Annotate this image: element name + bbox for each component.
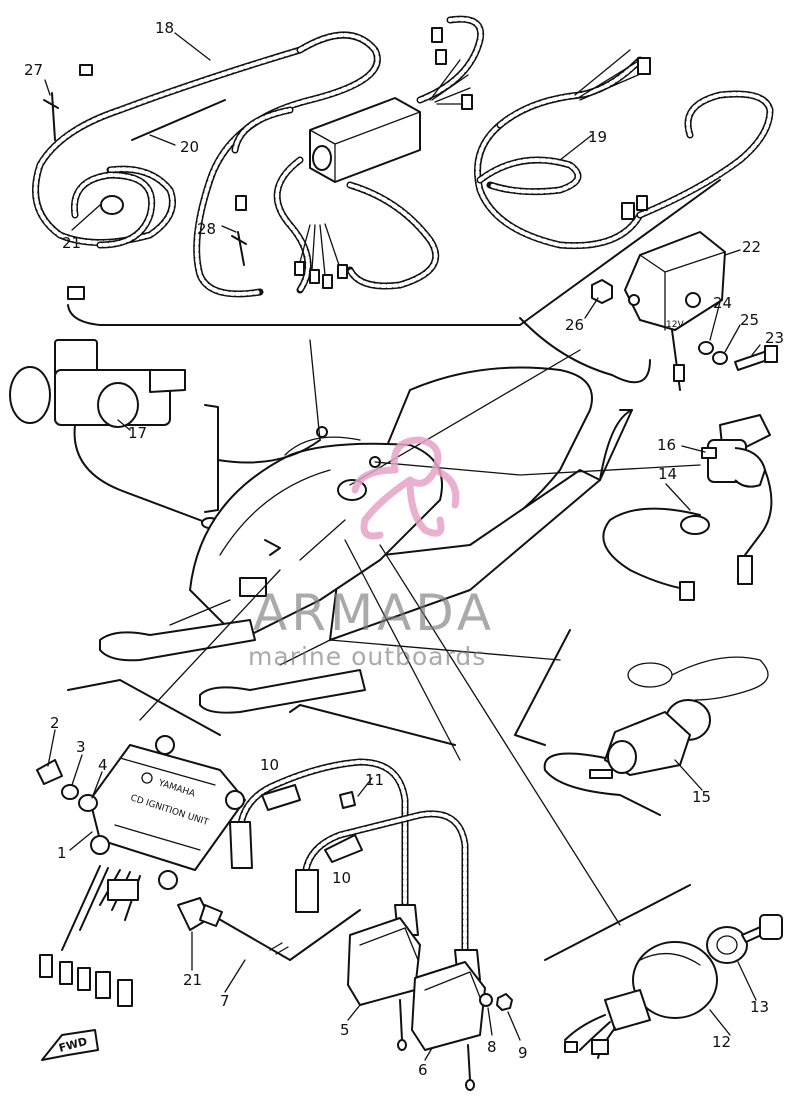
ignition-coil-group (229, 704, 521, 1091)
callout-10-lower: 10 (332, 869, 351, 887)
callout-18: 18 (155, 19, 174, 37)
callout-6: 6 (418, 1061, 428, 1079)
callout-20: 20 (180, 138, 199, 156)
callout-13: 13 (750, 998, 769, 1016)
watermark-subtitle: marine outboards (248, 642, 486, 671)
callout-9: 9 (518, 1044, 528, 1062)
snowmobile-body (99, 339, 701, 926)
callout-10-upper: 10 (260, 756, 279, 774)
callout-11: 11 (365, 771, 384, 789)
callout-12: 12 (712, 1033, 731, 1051)
callout-labels: 18 27 20 21 28 19 22 26 24 25 23 17 16 1… (24, 19, 784, 1079)
callout-25: 25 (740, 311, 759, 329)
callout-26: 26 (565, 316, 584, 334)
cdi-unit-group: YAMAHA CD IGNITION UNIT FWD (36, 679, 361, 1061)
callout-16: 16 (657, 436, 676, 454)
watermark-title: ARMADA (253, 584, 495, 642)
armada-octopus-logo (351, 436, 460, 540)
callout-27: 27 (24, 61, 43, 79)
armada-watermark: ARMADA marine outboards (248, 436, 495, 671)
regulator-marking: 12V (666, 320, 684, 330)
voltage-regulator-group: 12V (584, 231, 778, 391)
callout-17: 17 (128, 424, 147, 442)
main-switch-group (544, 884, 783, 1059)
callout-22: 22 (742, 238, 761, 256)
callout-19: 19 (588, 128, 607, 146)
callout-21-bottom: 21 (183, 971, 202, 989)
callout-28: 28 (197, 220, 216, 238)
main-wire-harness-group (32, 15, 774, 376)
light-switch-group (514, 629, 769, 816)
callout-2: 2 (50, 714, 60, 732)
callout-7: 7 (220, 992, 230, 1010)
callout-5: 5 (340, 1021, 350, 1039)
callout-15: 15 (692, 788, 711, 806)
handlebar-switch-group (9, 339, 219, 529)
callout-3: 3 (76, 738, 86, 756)
callout-21-top: 21 (62, 234, 81, 252)
callout-23: 23 (765, 329, 784, 347)
callout-24: 24 (713, 294, 732, 312)
callout-4: 4 (98, 756, 108, 774)
callout-8: 8 (487, 1038, 497, 1056)
callout-1: 1 (57, 844, 67, 862)
callout-14: 14 (658, 465, 677, 483)
right-switch-group (599, 409, 773, 601)
